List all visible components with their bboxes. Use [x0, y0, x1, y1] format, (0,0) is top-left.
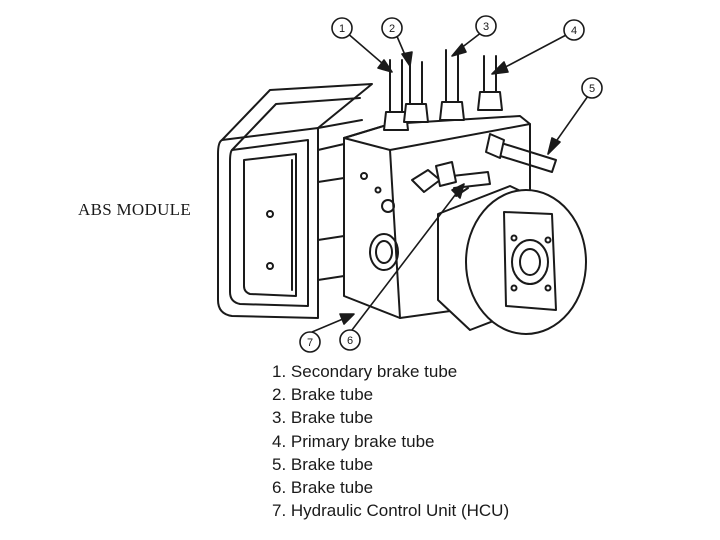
callout-7: 7 [307, 337, 313, 349]
legend-item: 5. Brake tube [272, 454, 374, 474]
callout-leaders [311, 31, 589, 333]
legend-item: 7. Hydraulic Control Unit (HCU) [272, 501, 510, 521]
brake-tube-6 [435, 161, 491, 189]
callout-3: 3 [483, 21, 489, 33]
legend-item: 3. Brake tube [272, 408, 374, 428]
parts-legend: 1. Secondary brake tube 2. Brake tube 3.… [272, 360, 509, 522]
brake-tube-5 [485, 133, 557, 173]
callout-2: 2 [389, 23, 395, 35]
callout-circles [299, 15, 603, 353]
brake-tube-4 [477, 55, 503, 111]
callout-5: 5 [589, 83, 595, 95]
abs-module-label: ABS MODULE [78, 200, 192, 219]
brake-tube-2 [403, 61, 429, 123]
pump-motor [437, 185, 587, 335]
brake-tube-1 [383, 59, 409, 131]
legend-item: 6. Brake tube [272, 478, 374, 498]
legend-item: 4. Primary brake tube [272, 431, 435, 451]
brake-tube-3 [439, 49, 465, 121]
callout-1: 1 [339, 23, 345, 35]
callout-numbers: 1 2 3 4 5 7 6 [307, 21, 595, 349]
callout-4: 4 [571, 25, 577, 37]
callout-6: 6 [347, 335, 353, 347]
legend-item: 1. Secondary brake tube [272, 362, 458, 381]
legend-item: 2. Brake tube [272, 385, 374, 405]
ecu-housing [217, 83, 373, 319]
